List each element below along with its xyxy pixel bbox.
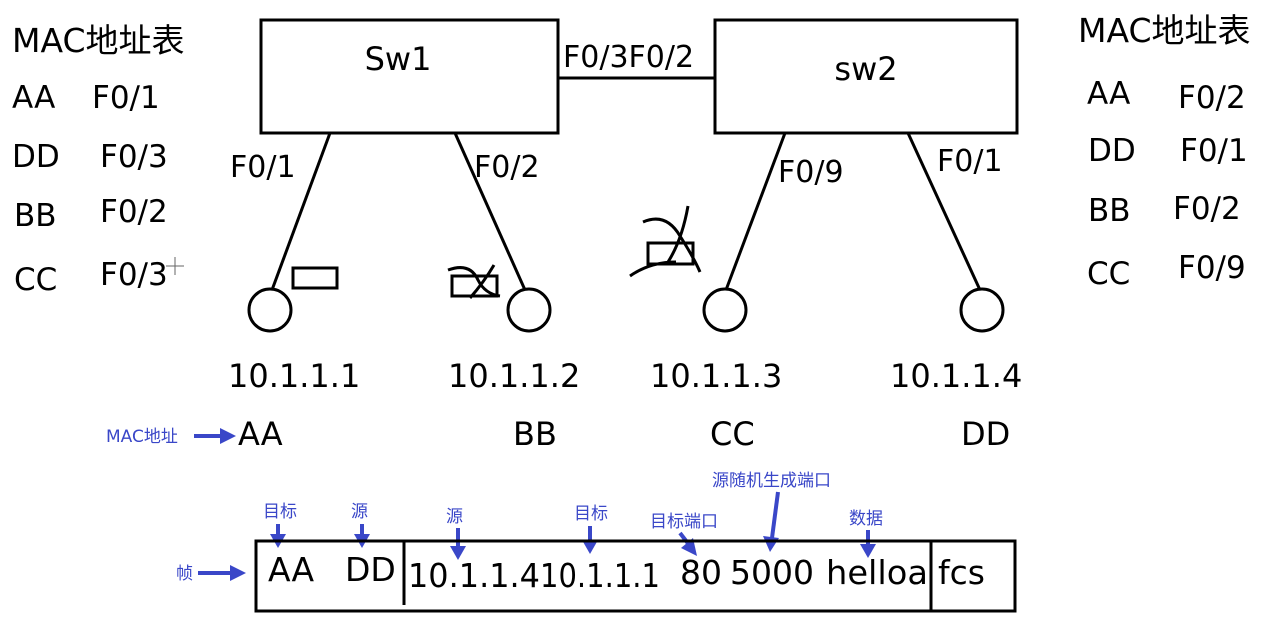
link-sw2-host3 (724, 132, 787, 291)
port-label-sw1-f02: F0/2 (474, 150, 540, 185)
right-table-mac: AA (1087, 76, 1130, 112)
link-sw1-host1 (270, 132, 332, 291)
frame-sketch (291, 266, 339, 290)
frame-payload: helloa (826, 553, 928, 592)
frame-dst-port: 80 (680, 553, 722, 592)
link-sw1-host2 (453, 132, 527, 291)
trunk-port-label: F0/3F0/2 (563, 40, 694, 75)
switch-sw2-label: sw2 (834, 50, 897, 88)
frame-src-ip: 10.1.1.4 (408, 556, 540, 595)
crossed-frame-sketch (447, 264, 501, 299)
right-table-mac: DD (1088, 133, 1136, 169)
left-table-port: F0/3 (100, 257, 168, 293)
link-sw2-host4 (906, 132, 982, 291)
left-table-port: F0/2 (100, 194, 168, 230)
src-ip-annotation: 源 (446, 507, 463, 527)
left-table-mac: BB (14, 198, 57, 234)
left-table-mac: AA (12, 80, 55, 116)
right-table-mac: BB (1088, 193, 1131, 229)
host-mac: BB (513, 415, 557, 453)
frame-annotation: 帧 (176, 564, 193, 584)
host-circle (702, 287, 748, 333)
mac-address-annotation: MAC地址 (106, 427, 178, 447)
right-table-port: F0/1 (1180, 133, 1248, 169)
host-mac: DD (961, 415, 1010, 453)
left-mac-table: MAC地址表 AA F0/1 DD F0/3 BB F0/2 CC F0/3 (12, 21, 185, 298)
frame-src-port: 5000 (730, 553, 814, 592)
dst-ip-annotation: 目标 (574, 504, 608, 524)
host-ip: 10.1.1.2 (448, 357, 580, 395)
host-ip: 10.1.1.1 (228, 357, 360, 395)
frame-src-mac: DD (345, 550, 396, 589)
frame-box (254, 539, 1017, 613)
host-ip: 10.1.1.4 (890, 357, 1022, 395)
left-table-port: F0/1 (92, 80, 160, 116)
left-table-title: MAC地址表 (12, 21, 185, 60)
right-table-mac: CC (1087, 256, 1130, 292)
host-circle (506, 287, 552, 333)
data-annotation: 数据 (849, 509, 883, 529)
dst-mac-annotation: 目标 (263, 502, 297, 522)
right-table-port: F0/9 (1178, 250, 1246, 286)
left-table-mac: DD (12, 139, 60, 175)
right-table-port: F0/2 (1178, 80, 1246, 116)
right-table-port: F0/2 (1173, 191, 1241, 227)
frame-dst-ip: 10.1.1.1 (540, 556, 660, 595)
host-circle (959, 287, 1005, 333)
left-table-mac: CC (14, 262, 57, 298)
src-port-annotation: 源随机生成端口 (712, 471, 831, 491)
frame-dst-mac: AA (268, 550, 314, 589)
host-circle (247, 287, 293, 333)
port-label-sw1-f01: F0/1 (230, 150, 296, 185)
left-table-port: F0/3 (100, 139, 168, 175)
crossed-frame-sketch (629, 205, 702, 278)
port-label-sw2-f09: F0/9 (778, 155, 844, 190)
right-mac-table: MAC地址表 AA F0/2 DD F0/1 BB F0/2 CC F0/9 (1078, 11, 1251, 292)
host-ip: 10.1.1.3 (650, 357, 782, 395)
src-mac-annotation: 源 (351, 502, 368, 522)
right-table-title: MAC地址表 (1078, 11, 1251, 50)
frame-fcs: fcs (938, 553, 985, 592)
host-mac: CC (710, 415, 755, 453)
switch-sw1-label: Sw1 (365, 40, 432, 78)
cursor-crosshair-icon (166, 257, 184, 275)
port-label-sw2-f01: F0/1 (937, 144, 1003, 179)
host-mac: AA (238, 415, 283, 453)
arrowhead-icon (220, 428, 236, 444)
dst-port-annotation: 目标端口 (650, 512, 718, 532)
